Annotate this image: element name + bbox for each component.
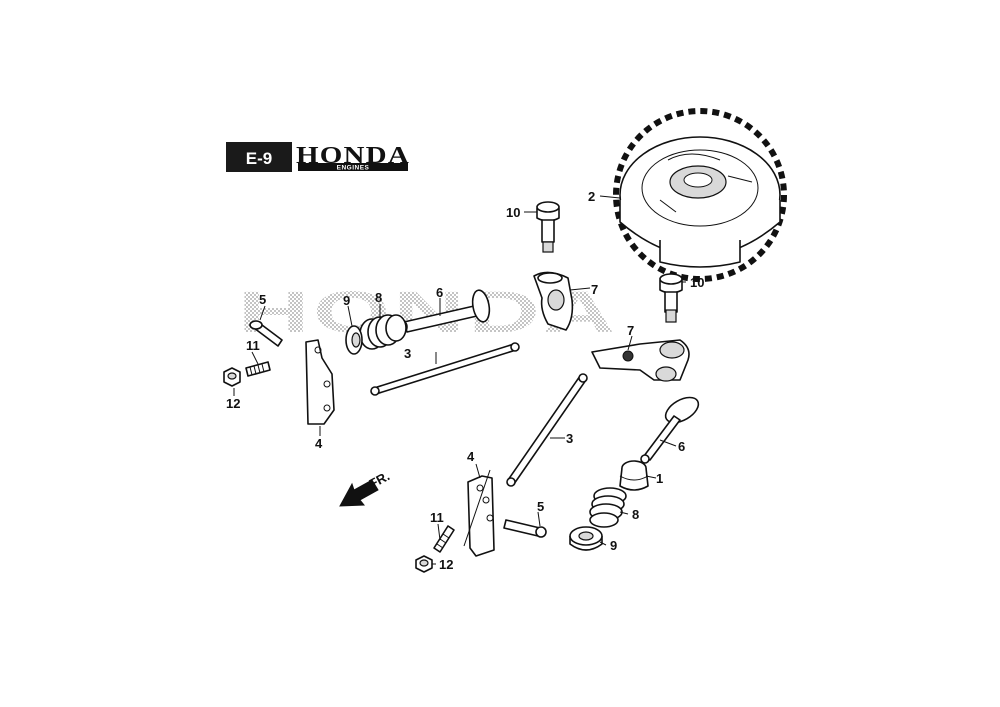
callout-10-right: 10 <box>690 275 704 290</box>
callout-1: 1 <box>656 471 663 486</box>
callout-11-left: 11 <box>246 338 260 353</box>
callout-9-lower: 9 <box>610 538 617 553</box>
rocker-arm-upper <box>533 271 574 331</box>
callout-3-upper: 3 <box>404 346 411 361</box>
valve-lower <box>640 396 700 464</box>
guide-pin-right <box>503 519 547 538</box>
callout-5-left: 5 <box>259 292 266 307</box>
callout-12-lower: 12 <box>439 557 453 572</box>
callout-11-lower: 11 <box>430 510 444 525</box>
callout-3-lower: 3 <box>566 431 573 446</box>
pushrod-guide-left <box>305 339 335 425</box>
leader-lines <box>233 195 686 565</box>
nut-left <box>223 367 241 387</box>
callout-7-lower: 7 <box>627 323 634 338</box>
section-header: E-9 HONDA ENGINES <box>226 142 409 172</box>
valve-stem-seal <box>619 460 649 491</box>
arrow-icon <box>339 479 379 507</box>
pushrod-lower <box>506 373 588 487</box>
callout-2: 2 <box>588 189 595 204</box>
callouts: 1 2 3 3 4 4 5 5 6 6 7 7 8 8 9 9 10 10 11… <box>226 189 704 572</box>
brand-subtitle: ENGINES <box>337 165 370 172</box>
callout-5-lower: 5 <box>537 499 544 514</box>
callout-12-left: 12 <box>226 396 240 411</box>
bolt-right <box>659 273 683 323</box>
stud-left <box>245 361 271 377</box>
valve-spring-lower <box>589 487 627 528</box>
pushrod-guide-right <box>467 475 495 557</box>
callout-10-upper: 10 <box>506 205 520 220</box>
rocker-arm-lower <box>591 339 690 382</box>
section-code: E-9 <box>246 149 272 168</box>
callout-7-upper: 7 <box>591 282 598 297</box>
callout-4-lower: 4 <box>467 449 475 464</box>
honda-engines-logo: HONDA ENGINES <box>296 143 409 172</box>
valve-spring-upper <box>359 314 407 350</box>
section-tag-bg <box>226 142 292 172</box>
spring-retainer-upper <box>345 325 363 355</box>
callout-8-lower: 8 <box>632 507 639 522</box>
spring-retainer-lower <box>569 526 603 551</box>
callout-8-upper: 8 <box>375 290 382 305</box>
stud-right <box>433 525 455 553</box>
guide-pin-left <box>249 320 283 347</box>
camshaft-gear <box>613 108 787 282</box>
callout-9-upper: 9 <box>343 293 350 308</box>
callout-4-left: 4 <box>315 436 323 451</box>
front-direction-arrow: FR. <box>339 468 392 507</box>
callout-6-upper: 6 <box>436 285 443 300</box>
pushrod-upper <box>370 342 520 396</box>
nut-right <box>415 555 433 573</box>
bolt-upper <box>536 201 560 253</box>
callout-6-lower: 6 <box>678 439 685 454</box>
